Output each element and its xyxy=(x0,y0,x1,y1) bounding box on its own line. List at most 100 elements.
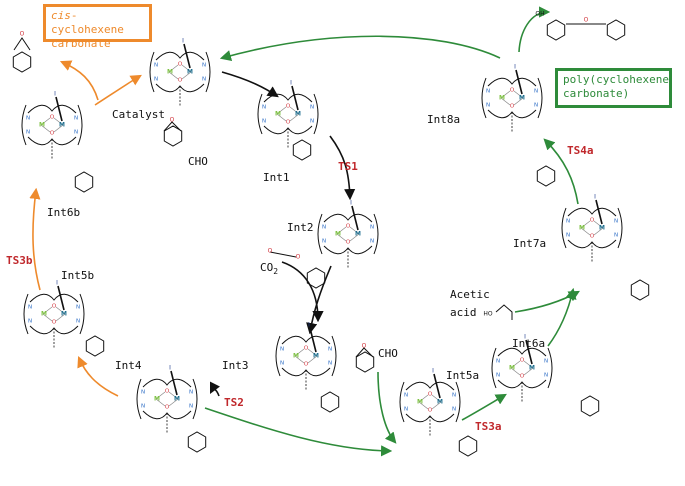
metal-2: M xyxy=(355,231,361,238)
n-top-right: N xyxy=(452,393,456,399)
arrow-int3-to-int5a xyxy=(204,407,393,457)
metal-1: M xyxy=(41,311,47,318)
ts3a-label: TS3a xyxy=(475,420,502,433)
bond-m2-o-top xyxy=(181,64,192,73)
bond-m1-o-top xyxy=(168,64,179,73)
iodide-atom: I xyxy=(308,322,310,329)
cis-cyclohexene-carbonate-box: cis-cyclohexene carbonate xyxy=(43,4,152,50)
arrow-cho-into-int5a xyxy=(377,371,397,444)
acetic-acid-label-1: Acetic xyxy=(450,288,490,301)
n-bottom-right: N xyxy=(328,361,332,367)
iodide-bond xyxy=(55,96,63,122)
bond-m1-o-bottom xyxy=(155,398,166,407)
n-bottom-right: N xyxy=(74,130,78,136)
macrocycle-arc-right xyxy=(617,207,623,249)
bridging-o-bottom: O xyxy=(50,131,55,137)
arrow-co2-into-int3 xyxy=(281,261,324,323)
arrow-int8a-to-catalyst xyxy=(219,35,501,62)
bridging-o-bottom: O xyxy=(590,234,595,240)
bond-m2-o-bottom xyxy=(55,313,66,322)
n-bottom-right: N xyxy=(452,407,456,413)
bond-m1-o-top xyxy=(40,117,51,126)
bond-m2-o-top xyxy=(349,226,360,235)
int7a-chain-ring xyxy=(630,279,650,301)
metal-1: M xyxy=(154,396,160,403)
n-top-right: N xyxy=(310,105,314,111)
macrocycle-top xyxy=(567,207,617,217)
n-bottom-right: N xyxy=(76,319,80,325)
bond-m1-o-bottom xyxy=(294,355,305,364)
polymer-ring-2 xyxy=(606,19,626,41)
bond-m2-o-bottom xyxy=(513,97,524,106)
n-bottom-right: N xyxy=(189,404,193,410)
macrocycle-arc-right xyxy=(79,293,85,335)
n-top-right: N xyxy=(328,347,332,353)
bridging-o-top: O xyxy=(165,389,170,395)
polymer-ring-1 xyxy=(546,19,566,41)
n-top-left: N xyxy=(486,89,490,95)
bridging-o-bottom: O xyxy=(165,405,170,411)
arrow-catalyst-to-int1 xyxy=(221,71,279,98)
bond-m2-o-bottom xyxy=(53,124,64,133)
bridging-o-top: O xyxy=(52,304,57,310)
int5b-chain-ring xyxy=(85,335,105,357)
macrocycle-arc-left xyxy=(561,207,567,249)
bond-m1-o-top xyxy=(580,220,591,229)
metal-1: M xyxy=(579,225,585,232)
bond-m2-o-bottom xyxy=(289,113,300,122)
iodide-bond xyxy=(57,285,65,311)
macrocycle-arc-right xyxy=(313,93,319,135)
arrow-int1-to-int2 xyxy=(329,135,356,201)
co2-bonds xyxy=(269,251,297,258)
iodide-atom: I xyxy=(514,64,516,71)
n-top-right: N xyxy=(74,116,78,122)
iodide-atom: I xyxy=(432,368,434,375)
int8a-label: Int8a xyxy=(427,113,461,126)
arrow-int6b-to-cis-carbonate xyxy=(59,60,99,101)
bond-m2-o-bottom xyxy=(523,367,534,376)
macrocycle-arc-right xyxy=(455,381,461,423)
n-top-right: N xyxy=(76,305,80,311)
n-top-right: N xyxy=(202,63,206,69)
int8a-chain-ring xyxy=(536,165,556,187)
int4-chain-ring xyxy=(187,431,207,453)
iodide-atom: I xyxy=(182,38,184,45)
iodide-bond xyxy=(351,205,359,231)
macrocycle-arc-right xyxy=(192,378,198,420)
metal-2: M xyxy=(437,399,443,406)
iodide-atom: I xyxy=(54,91,56,98)
arrow-int6b-to-catalyst xyxy=(94,74,142,106)
macrocycle-arc-left xyxy=(149,51,155,93)
ts3b-label: TS3b xyxy=(6,254,33,267)
cho-label-1: CHO xyxy=(188,155,208,168)
bridging-o-bottom: O xyxy=(428,408,433,414)
int2-chain-ring xyxy=(306,267,326,289)
ts1-label: TS1 xyxy=(338,160,358,173)
macrocycle-arc-left xyxy=(257,93,263,135)
n-top-right: N xyxy=(534,89,538,95)
arrow-int8a-to-polymer xyxy=(518,6,551,53)
n-bottom-left: N xyxy=(486,103,490,109)
ts2-label: TS2 xyxy=(224,396,244,409)
metal-2: M xyxy=(599,225,605,232)
iodide-atom: I xyxy=(594,194,596,201)
catalyst-label: Catalyst xyxy=(112,108,165,121)
iodide-bond xyxy=(525,339,533,365)
bond-m1-o-top xyxy=(510,360,521,369)
arrow-int5a-to-int6a xyxy=(461,393,507,421)
bond-m1-o-top xyxy=(42,306,53,315)
macrocycle-arc-right xyxy=(205,51,211,93)
int1-label: Int1 xyxy=(263,171,290,184)
n-top-left: N xyxy=(141,390,145,396)
n-top-right: N xyxy=(614,219,618,225)
bridging-o-top: O xyxy=(286,104,291,110)
iodide-atom: I xyxy=(350,200,352,207)
n-top-left: N xyxy=(26,116,30,122)
cis-carbonate-ring xyxy=(12,51,32,73)
acetic-acid-ho: HO xyxy=(483,311,493,318)
n-top-left: N xyxy=(262,105,266,111)
int5a-chain-ring xyxy=(458,435,478,457)
int3-label: Int3 xyxy=(222,359,249,372)
macrocycle-arc-left xyxy=(23,293,29,335)
metal-2: M xyxy=(59,122,65,129)
